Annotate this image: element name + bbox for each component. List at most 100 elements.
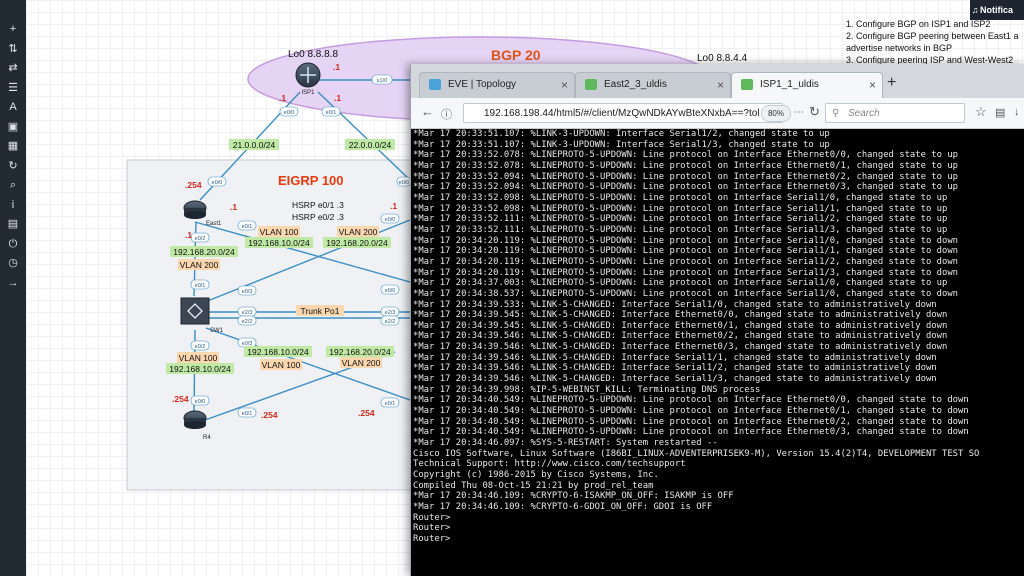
task-item-3: 3. Configure peering ISP and West-West2	[846, 55, 1014, 65]
swap-icon[interactable]: ⇄	[8, 62, 18, 74]
terminal-line: *Mar 17 20:33:52.094: %LINEPROTO-5-UPDOW…	[413, 182, 959, 193]
switch-sw1[interactable]: SW1	[180, 297, 224, 334]
svg-text:e0/0: e0/0	[385, 217, 396, 223]
trunk-label: Trunk Po1	[301, 306, 340, 316]
bookmark-star-icon[interactable]: ☆	[975, 104, 987, 119]
address-bar[interactable]: 192.168.198.44/html5/#/client/MzQwNDkAYw…	[463, 103, 783, 123]
svg-text:e0/0: e0/0	[385, 288, 396, 294]
svg-text:e0/0: e0/0	[399, 180, 410, 186]
terminal-console[interactable]: *Mar 17 20:33:51.107: %LINK-3-UPDOWN: In…	[411, 129, 1024, 576]
hsrp-e01-label: HSRP e0/1 .3	[292, 200, 344, 210]
subnet-isp-west: 22.0.0.0/24	[349, 140, 392, 150]
info-icon[interactable]: ⓘ	[441, 109, 452, 121]
svg-text:e0/2: e0/2	[195, 236, 206, 242]
svg-text:e0/1: e0/1	[195, 283, 206, 289]
terminal-line: *Mar 17 20:33:52.098: %LINEPROTO-5-UPDOW…	[413, 203, 948, 214]
terminal-line: Copyright (c) 1986-2015 by Cisco Systems…	[413, 470, 659, 480]
lab-task-list: 1. Configure BGP on ISP1 and ISP2 2. Con…	[846, 18, 1024, 66]
eigrp-area	[126, 159, 413, 491]
search-placeholder: Search	[848, 108, 880, 119]
power-icon[interactable]: ⏻	[8, 237, 18, 250]
router-east1[interactable]: East1	[183, 200, 222, 227]
back-arrow-icon[interactable]: ←	[421, 104, 434, 119]
clipboard-icon[interactable]: ▤	[995, 107, 1006, 119]
svg-text:e0/3: e0/3	[242, 289, 253, 295]
vlan200-a-net: 192.168.20.0/24	[326, 238, 388, 248]
subnet-isp-east: 21.0.0.0/24	[233, 140, 276, 150]
terminal-line: *Mar 17 20:34:37.003: %LINEPROTO-5-UPDOW…	[413, 278, 948, 289]
terminal-line: *Mar 17 20:33:52.078: %LINEPROTO-5-UPDOW…	[413, 160, 959, 171]
zoom-icon[interactable]: ⌕	[9, 179, 17, 191]
new-tab-button[interactable]: +	[887, 74, 897, 91]
reload-icon[interactable]: ↻	[809, 104, 820, 119]
close-icon[interactable]: ×	[868, 78, 876, 92]
port-sw1-e23: e2/3	[237, 306, 257, 317]
task-item-2: 2. Configure BGP peering between East1 a	[846, 31, 1019, 41]
port-far-e23: e2/3	[380, 306, 400, 317]
port-sw1-e03: e0/3	[237, 285, 257, 296]
close-icon[interactable]: ×	[716, 78, 724, 92]
port-east1-e01: e0/1	[237, 220, 257, 231]
vlan-labels: VLAN 100 VLAN 200 VLAN 200 Trunk Po1 VLA…	[177, 226, 382, 370]
svg-text:e0/1: e0/1	[242, 411, 253, 417]
refresh-icon[interactable]: ↻	[8, 159, 18, 172]
zoom-indicator[interactable]: 80%	[761, 105, 791, 122]
terminal-line: *Mar 17 20:34:40.549: %LINEPROTO-5-UPDOW…	[413, 406, 969, 417]
terminal-line: *Mar 17 20:34:40.549: %LINEPROTO-5-UPDOW…	[413, 395, 969, 406]
logout-icon[interactable]: →	[7, 276, 19, 289]
port-far-e00c: e0/0	[396, 176, 412, 187]
tab-east2[interactable]: East2_3_uldis ×	[575, 72, 731, 98]
isp1-name: ISP1	[301, 90, 315, 96]
document-icon[interactable]: ▤	[7, 218, 19, 230]
terminal-line: Technical Support: http://www.cisco.com/…	[413, 459, 686, 470]
hsrp-e02-label: HSRP e0/2 .3	[292, 212, 344, 222]
vlan100-a-net: 192.168.10.0/24	[248, 238, 310, 248]
terminal-line: *Mar 17 20:34:20.119: %LINEPROTO-5-UPDOW…	[413, 267, 959, 278]
notifications-button[interactable]: ♫Notifica	[970, 0, 1024, 20]
image-icon[interactable]: ▣	[7, 120, 19, 133]
terminal-line: *Mar 17 20:34:39.546: %LINK-5-CHANGED: I…	[413, 374, 937, 385]
url-text: 192.168.198.44/html5/#/client/MzQwNDkAYw…	[484, 108, 760, 119]
add-icon[interactable]: +	[9, 23, 17, 35]
port-r4-e00: e0/0	[190, 395, 210, 406]
port-isp1-e00: e0/0	[279, 106, 299, 117]
octet-labels: .1 .1 .1 .254 .1 .1 .1 .254 .254 .254	[172, 62, 397, 420]
terminal-icon	[585, 79, 597, 90]
close-icon[interactable]: ×	[560, 78, 568, 92]
terminal-line: *Mar 17 20:34:46.109: %CRYPTO-6-GDOI_ON_…	[413, 501, 713, 512]
svg-text:e2/2: e2/2	[242, 319, 253, 325]
more-icon[interactable]: ⋯	[794, 107, 804, 118]
svg-text:.1: .1	[279, 93, 286, 103]
clock-icon[interactable]: ◷	[8, 257, 18, 269]
terminal-line: *Mar 17 20:33:52.111: %LINEPROTO-5-UPDOW…	[413, 214, 948, 225]
router-isp1[interactable]: ISP1	[295, 62, 321, 96]
port-far-e01: e0/1	[380, 397, 400, 408]
list-icon[interactable]: ☰	[8, 81, 18, 94]
search-field[interactable]: ⚲ Search	[825, 103, 965, 123]
tab-isp1[interactable]: ISP1_1_uldis ×	[731, 72, 883, 98]
port-east1-e00: e0/0	[207, 176, 227, 187]
terminal-line: *Mar 17 20:34:39.998: %IP-5-WEBINST_KILL…	[413, 384, 761, 395]
sort-icon[interactable]: ⇅	[8, 42, 18, 55]
download-icon[interactable]: ↓	[1014, 106, 1020, 118]
port-r4-e01: e0/1	[237, 407, 257, 418]
eigrp-label: EIGRP 100	[278, 173, 344, 188]
terminal-line: Router>	[413, 533, 451, 544]
terminal-line: *Mar 17 20:34:39.533: %LINK-5-CHANGED: I…	[413, 299, 937, 310]
grid-icon[interactable]: ▦	[7, 140, 19, 152]
vlan100-b: VLAN 100	[262, 360, 301, 370]
terminal-line: *Mar 17 20:34:39.546: %LINK-5-CHANGED: I…	[413, 352, 937, 363]
port-sw1-e03b: e0/3	[237, 337, 257, 348]
terminal-line: Router>	[413, 523, 451, 534]
text-icon[interactable]: A	[9, 101, 17, 113]
bell-icon: ♫	[971, 5, 979, 15]
eve-sidebar-toolbar: + ⇅ ⇄ ☰ A ▣ ▦ ↻ ⌕ i ▤ ⏻ ◷ →	[0, 0, 26, 576]
svg-text:.1: .1	[333, 62, 340, 72]
info-icon[interactable]: i	[11, 198, 15, 211]
router-r4[interactable]: R4	[183, 410, 211, 441]
svg-text:s1/0: s1/0	[377, 78, 387, 84]
port-far-e00: e0/0	[380, 213, 400, 224]
tab-eve-topology[interactable]: EVE | Topology ×	[419, 72, 575, 98]
port-labels: s1/0 e0/0 e0/1 e0/0 e0/1 e0/2 e0/1 e0/3 …	[190, 74, 412, 418]
terminal-line: *Mar 17 20:34:39.546: %LINK-5-CHANGED: I…	[413, 331, 948, 342]
